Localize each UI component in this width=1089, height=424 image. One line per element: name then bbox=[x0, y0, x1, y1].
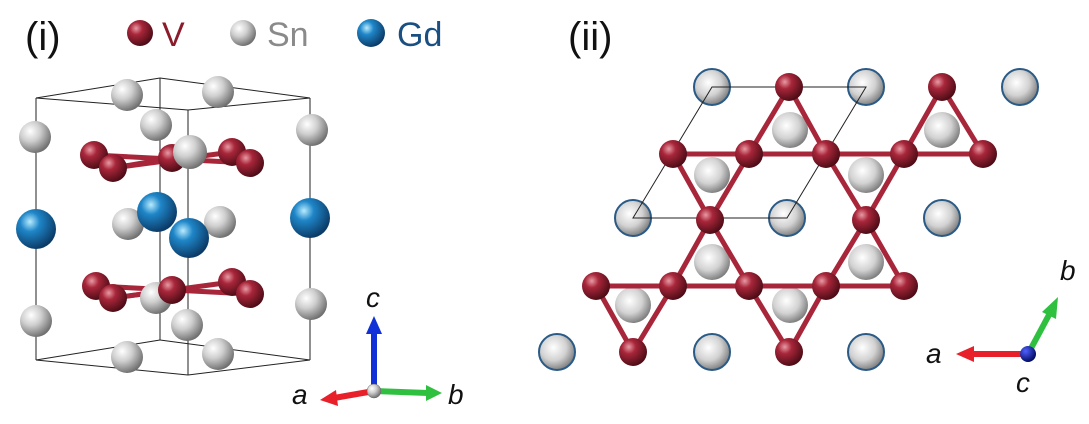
sn-atom bbox=[296, 114, 328, 146]
legend-v-label: V bbox=[162, 16, 185, 54]
sn-atom bbox=[111, 341, 143, 373]
v-atom bbox=[619, 338, 647, 366]
v-atom bbox=[735, 272, 763, 300]
v-atom bbox=[236, 280, 264, 308]
legend-v-swatch bbox=[127, 20, 153, 46]
axis-label-b: b bbox=[448, 379, 464, 410]
axis-label-c: c bbox=[366, 282, 380, 313]
sn-atom bbox=[694, 244, 730, 280]
gd-atom bbox=[538, 333, 576, 371]
sn-atom bbox=[772, 287, 808, 323]
v-atom bbox=[928, 73, 956, 101]
v-atom bbox=[696, 206, 724, 234]
sn-atom bbox=[111, 79, 143, 111]
axis-label-b: b bbox=[1060, 255, 1076, 286]
v-atom bbox=[890, 140, 918, 168]
v-sites bbox=[582, 73, 997, 366]
v-atom bbox=[99, 284, 127, 312]
sn-atom bbox=[202, 338, 234, 370]
axis-label-a: a bbox=[292, 379, 308, 410]
unit-cell-3d bbox=[16, 76, 330, 376]
sn-atom bbox=[694, 157, 730, 193]
gd-atom bbox=[169, 218, 209, 258]
sn-atom bbox=[171, 309, 203, 341]
gd-atom bbox=[923, 199, 961, 237]
sn-atom bbox=[19, 121, 51, 153]
sn-atom bbox=[615, 287, 651, 323]
sn-atom bbox=[848, 244, 884, 280]
v-atom bbox=[890, 272, 918, 300]
panel-label-i: (i) bbox=[25, 15, 61, 59]
v-atom bbox=[659, 272, 687, 300]
sn-atom bbox=[173, 135, 207, 169]
gd-atom bbox=[290, 198, 330, 238]
panel-label-ii: (ii) bbox=[568, 15, 612, 59]
v-atom bbox=[158, 276, 186, 304]
sn-atom bbox=[140, 109, 172, 141]
v-atom bbox=[775, 338, 803, 366]
gd-atom bbox=[1001, 68, 1039, 106]
sn-atom bbox=[202, 76, 234, 108]
legend-gd-label: Gd bbox=[397, 16, 442, 54]
axis-label-c: c bbox=[1016, 367, 1030, 398]
axis-label-a: a bbox=[926, 338, 942, 369]
sn-atom bbox=[112, 208, 144, 240]
gd-atom bbox=[847, 333, 885, 371]
v-atom bbox=[99, 154, 127, 182]
v-atom bbox=[582, 272, 610, 300]
legend-gd-swatch bbox=[357, 19, 385, 47]
sn-atom bbox=[772, 112, 808, 148]
legend-sn-swatch bbox=[230, 20, 256, 46]
v-atom bbox=[735, 140, 763, 168]
kagome-top-view bbox=[538, 68, 1039, 371]
gd-atom bbox=[137, 192, 177, 232]
v-atom bbox=[659, 140, 687, 168]
sn-sites bbox=[615, 112, 960, 323]
gd-atom bbox=[693, 333, 731, 371]
legend-sn-label: Sn bbox=[267, 16, 309, 54]
sn-atom bbox=[20, 305, 52, 337]
v-atom bbox=[852, 206, 880, 234]
unit-cell-outline bbox=[632, 86, 867, 219]
v-atom bbox=[812, 272, 840, 300]
axes-triad-right: b a c bbox=[926, 255, 1076, 398]
sn-atom bbox=[924, 112, 960, 148]
v-atom bbox=[969, 140, 997, 168]
gd-atom bbox=[16, 209, 56, 249]
sn-atom bbox=[204, 206, 236, 238]
legend: V Sn Gd bbox=[127, 16, 442, 54]
sn-atom bbox=[295, 288, 327, 320]
axes-triad-left: c a b bbox=[292, 282, 464, 410]
v-atom bbox=[812, 140, 840, 168]
v-atom bbox=[236, 149, 264, 177]
sn-atom bbox=[848, 157, 884, 193]
v-atom bbox=[775, 73, 803, 101]
